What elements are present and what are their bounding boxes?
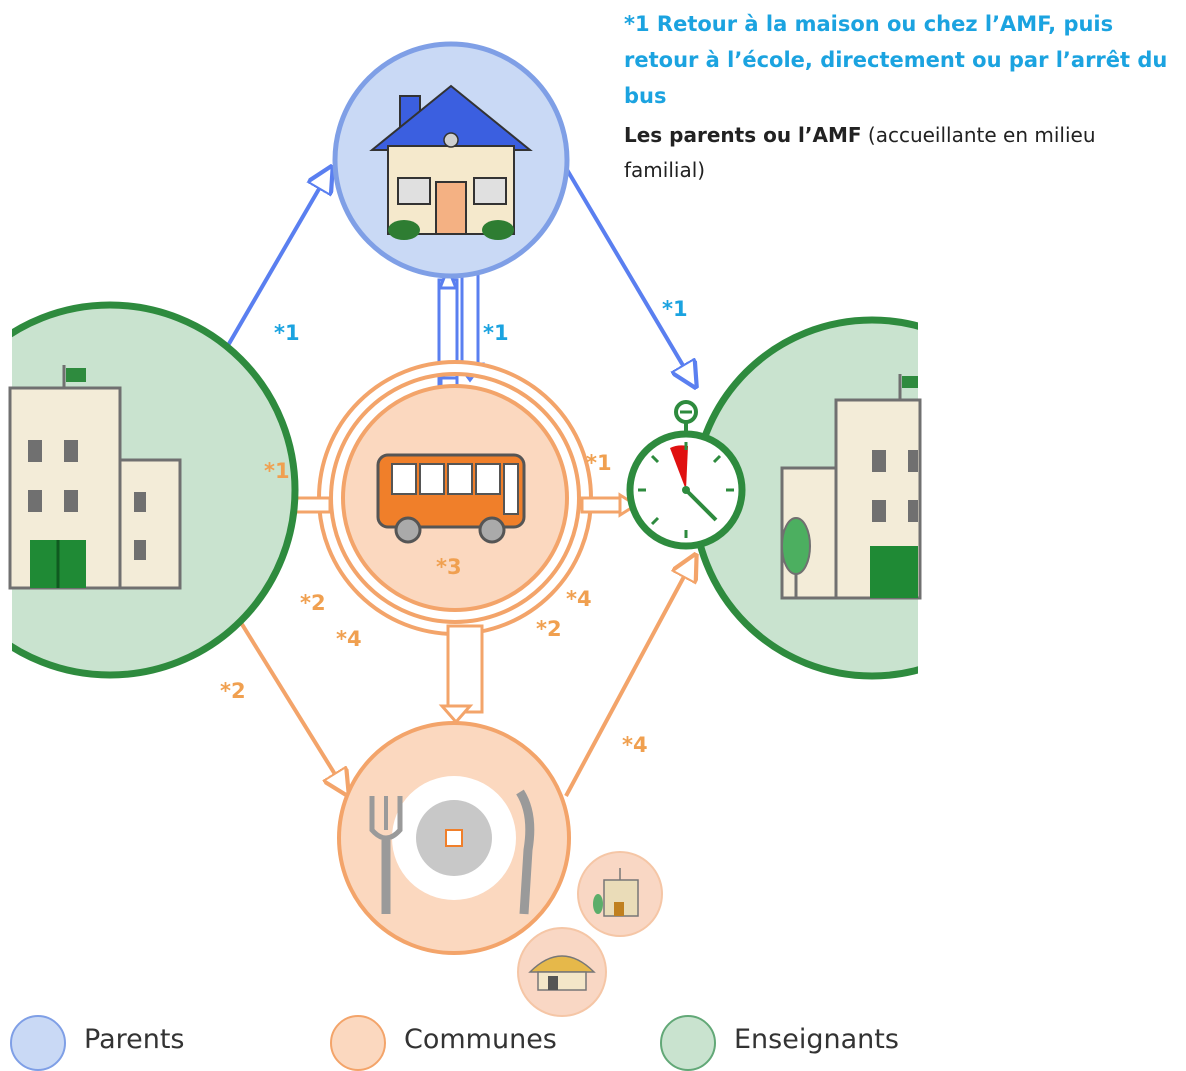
label-orange-right-1: *1: [586, 451, 612, 475]
label-blue-center: *1: [483, 321, 509, 345]
label-left-2: *2: [300, 591, 326, 615]
label-left-4: *4: [336, 627, 362, 651]
bus-circle: [341, 384, 569, 612]
legend-swatch-communes: [330, 1015, 386, 1071]
plate-icon: [369, 776, 535, 915]
school-icon: [780, 374, 922, 600]
label-right-2: *2: [536, 617, 562, 641]
school-right: [690, 300, 1186, 700]
small-shelter-icon: [517, 927, 607, 1017]
restaurant-circle: [337, 721, 571, 955]
stopwatch-icon: [626, 400, 746, 550]
house-icon: [369, 84, 533, 240]
school-left: [0, 290, 299, 690]
label-blue-right: *1: [662, 297, 688, 321]
legend-swatch-parents: [10, 1015, 66, 1071]
house-circle: [332, 41, 570, 279]
route-labels: *1 *1 *1 *1 *1 *3 *2 *4 *4 *2 *2 *4: [220, 297, 688, 757]
small-school-icon: [577, 851, 663, 937]
label-blue-left: *1: [274, 321, 300, 345]
label-bottom-right-4: *4: [622, 733, 648, 757]
route-note: *1 Retour à la maison ou chez l’AMF, pui…: [624, 6, 1176, 188]
legend: Parents Communes Enseignants: [10, 1012, 1010, 1071]
note-body-bold: Les parents ou l’AMF: [624, 123, 862, 147]
label-bottom-left-2: *2: [220, 679, 246, 703]
note-title: *1 Retour à la maison ou chez l’AMF, pui…: [624, 12, 1168, 108]
note-body: Les parents ou l’AMF (accueillante en mi…: [624, 118, 1176, 188]
legend-label-communes: Communes: [404, 1024, 557, 1055]
legend-label-enseignants: Enseignants: [734, 1024, 899, 1055]
communes-routes: [220, 360, 694, 796]
legend-label-parents: Parents: [84, 1024, 185, 1055]
label-bus-3: *3: [436, 555, 462, 579]
legend-swatch-enseignants: [660, 1015, 716, 1071]
bus-icon: [376, 453, 526, 544]
label-right-4: *4: [566, 587, 592, 611]
note-body-rest: (accueillante en milieu familial): [624, 123, 1096, 182]
school-icon: [8, 365, 182, 590]
label-orange-left-1: *1: [264, 459, 290, 483]
